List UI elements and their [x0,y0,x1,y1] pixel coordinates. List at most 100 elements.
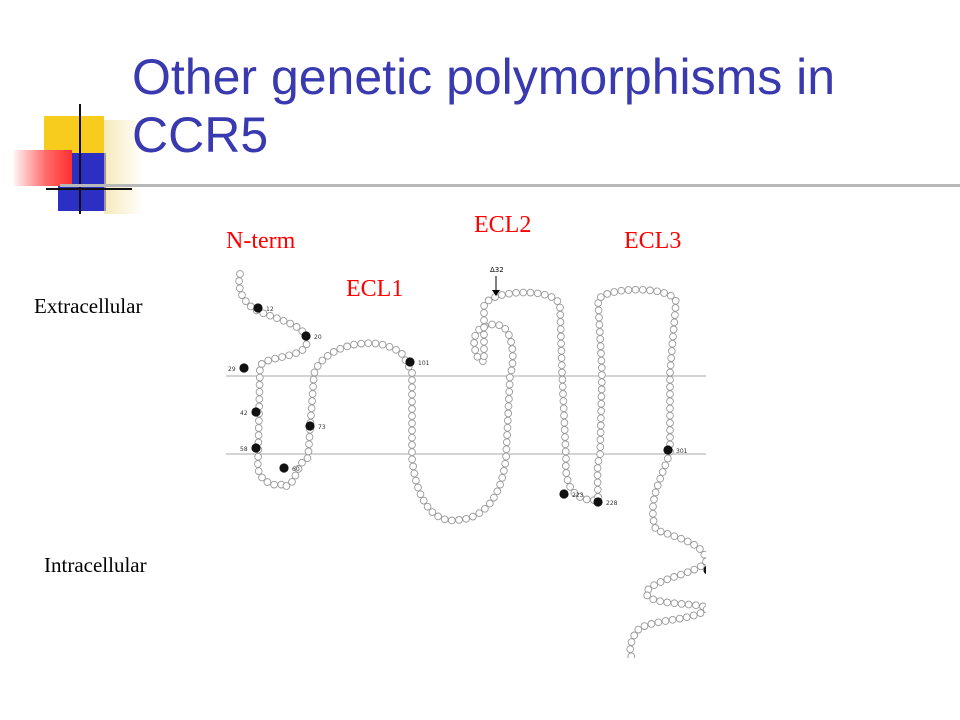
residue [700,550,706,559]
residue [631,285,640,294]
residue [626,645,635,654]
residue [255,380,264,389]
residue [480,316,488,325]
residue [408,426,416,435]
residue [557,354,566,362]
residue [666,397,674,406]
residue [434,512,442,521]
residue [563,476,572,484]
residue [255,395,264,404]
label-ecl1: ECL1 [346,276,404,302]
residue [502,452,510,461]
residue-chain [235,270,706,658]
residue [235,284,244,293]
residue [702,557,706,566]
residue [650,581,658,590]
residue [562,454,570,463]
residue [292,323,301,331]
residue [627,652,636,658]
residue [408,419,416,428]
polymorphism-marker [593,497,603,507]
residue [323,351,332,360]
residue [663,529,672,538]
residue [666,368,674,377]
residue [254,424,263,432]
residue [416,490,425,499]
residue [357,339,366,348]
residue [278,353,286,361]
residue [241,297,250,306]
polymorphism-marker [703,565,706,575]
residue [690,540,698,549]
residue [305,440,313,449]
residue [235,277,243,285]
residue [596,450,604,459]
residue [480,301,488,310]
residue [670,573,678,581]
residue [658,468,667,476]
ccr5-topology-diagram: 12202942586073101223228301335339 Δ32 [226,266,706,658]
polymorphism-marker [305,421,315,431]
residue [597,356,606,365]
residue [603,290,612,298]
residue [504,409,513,418]
polymorphism-markers: 12202942586073101223228301335339 [228,303,706,575]
residue [255,416,263,425]
residue [582,495,591,504]
residue-number-label: 29 [228,366,236,373]
residue [507,338,515,346]
residue [408,448,416,456]
residue [378,340,387,349]
residue [668,339,677,348]
residue [666,433,674,442]
residue [666,419,674,427]
residue [594,306,603,315]
residue [561,447,570,456]
residue [596,335,605,343]
residue [298,346,307,354]
residue [264,356,273,365]
residue [561,462,570,470]
residue [597,407,605,415]
residue [506,373,514,382]
residue [597,363,606,372]
residue [561,440,570,449]
residue [308,390,317,398]
residue [593,471,602,480]
residue-number-label: 301 [676,448,688,455]
residue [617,286,626,295]
residue [505,395,513,403]
residue [557,361,566,370]
residue [630,631,639,640]
slide-title: Other genetic polymorphisms in CCR5 [132,49,836,163]
residue [561,433,569,441]
residue [663,575,672,584]
residue [661,617,670,625]
residue [310,368,319,377]
residue [649,502,657,511]
residue [670,599,679,608]
residue [414,483,422,492]
residue [558,368,566,377]
residue [504,402,513,411]
label-ecl2: ECL2 [474,212,532,238]
residue [471,346,479,354]
residue [690,565,699,574]
residue [593,478,602,487]
residue [683,537,692,546]
residue-number-label: 73 [318,424,326,431]
membrane-lines [226,375,706,455]
residue [595,313,603,322]
residue [661,461,670,470]
residue [480,337,488,346]
residue [627,638,636,646]
residue [660,289,668,297]
residue [408,397,416,406]
label-extracellular: Extracellular [34,294,143,318]
residue [702,605,706,614]
residue [640,622,649,630]
residue [671,311,679,319]
residue [656,597,664,606]
residue-number-label: 223 [572,492,584,499]
residue [498,291,506,299]
